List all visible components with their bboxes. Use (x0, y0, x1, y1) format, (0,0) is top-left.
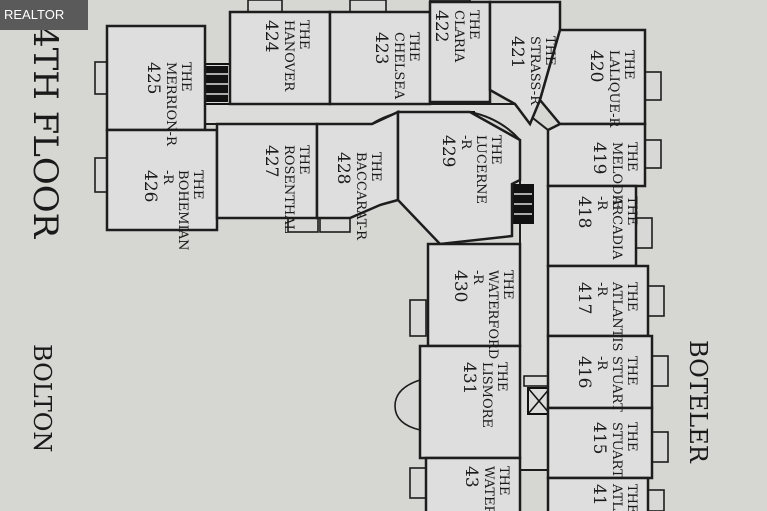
balconies (94, 0, 669, 511)
unit-name-line: THE (542, 36, 557, 66)
unit-name-line: WATERFORD (485, 270, 500, 359)
unit-name-line: BOHEMIAN (175, 170, 190, 251)
unit-number: 418 (574, 196, 594, 228)
unit-name-line: STUART (609, 356, 624, 412)
unit-number: 430 (450, 270, 470, 302)
realtor-watermark: REALTOR (0, 0, 88, 30)
unit-name-line: THE (624, 356, 639, 386)
unit-name-line: -R (160, 170, 175, 185)
unit-name-line: THE (624, 142, 639, 172)
unit-name-line: ROSENTHAL (281, 145, 296, 234)
unit-name-line: ATLA (609, 483, 624, 511)
unit-name-line: THE (368, 152, 383, 182)
street-left: BOLTON (28, 344, 56, 452)
unit-name-line: THE (178, 62, 193, 92)
unit-number: 420 (586, 50, 606, 82)
unit-name-line: ATLANTIS (609, 281, 624, 351)
floor-title: 4TH FLOOR (25, 26, 65, 240)
unit-name-line: THE (621, 50, 636, 80)
unit-name-line: -R (594, 356, 609, 371)
unit-number: 415 (589, 422, 609, 454)
unit-name-line: -R (458, 135, 473, 150)
street-right: BOTELER (684, 340, 712, 464)
unit-number: 427 (261, 145, 281, 177)
unit-name-line: THE (190, 170, 205, 200)
unit-number: 43 (461, 466, 481, 488)
unit-outlines (105, 0, 654, 511)
unit-name-line: THE (624, 282, 639, 312)
unit-name-line: -R (594, 196, 609, 211)
unit-name-line: -R (594, 282, 609, 297)
unit-name-line: WATER (481, 466, 496, 511)
unit-name-line: THE (466, 10, 481, 40)
unit-number: 425 (143, 62, 163, 94)
unit-name-line: THE (624, 196, 639, 226)
unit-number: 419 (589, 142, 609, 174)
unit-name-line: -R (470, 270, 485, 285)
unit-name-line: MELODIE (609, 142, 624, 209)
unit-name-line: THE (500, 270, 515, 300)
unit-number: 41 (589, 484, 609, 506)
unit-name-line: CLARIA (451, 10, 466, 63)
unit-name-line: LUCERNE (473, 135, 488, 204)
unit-name-line: HANOVER (281, 20, 296, 92)
unit-name-line: THE (296, 20, 311, 50)
unit-name-line: THE (296, 145, 311, 175)
unit-name-line: MERRION-R (163, 62, 178, 147)
unit-name-line: THE (494, 362, 509, 392)
unit-number: 417 (574, 282, 594, 314)
unit-name-line: ARCADIA (609, 195, 624, 260)
unit-number: 431 (459, 362, 479, 394)
unit-name-line: BACCARAT-R (353, 152, 368, 241)
unit-number: 424 (261, 20, 281, 52)
unit-number: 428 (333, 152, 353, 184)
unit-name-line: CHELSEA (391, 32, 406, 100)
unit-number: 422 (431, 10, 451, 42)
unit-name-line: LISMORE (479, 362, 494, 428)
unit-number: 423 (371, 32, 391, 64)
unit-name-line: STRASS-R (527, 36, 542, 106)
unit-number: 429 (438, 135, 458, 167)
unit-name-line: THE (496, 466, 511, 496)
unit-name-line: THE (488, 135, 503, 165)
unit-number: 426 (140, 170, 160, 202)
stair-icon (514, 193, 532, 215)
unit-name-line: THE (406, 32, 421, 62)
unit-number: 416 (574, 356, 594, 388)
unit-name-line: LALIQUE-R (606, 50, 621, 129)
unit-name-line: STUART (609, 422, 624, 478)
unit-name-line: THE (624, 484, 639, 511)
unit-name-line: THE (624, 422, 639, 452)
unit-number: 421 (507, 36, 527, 68)
